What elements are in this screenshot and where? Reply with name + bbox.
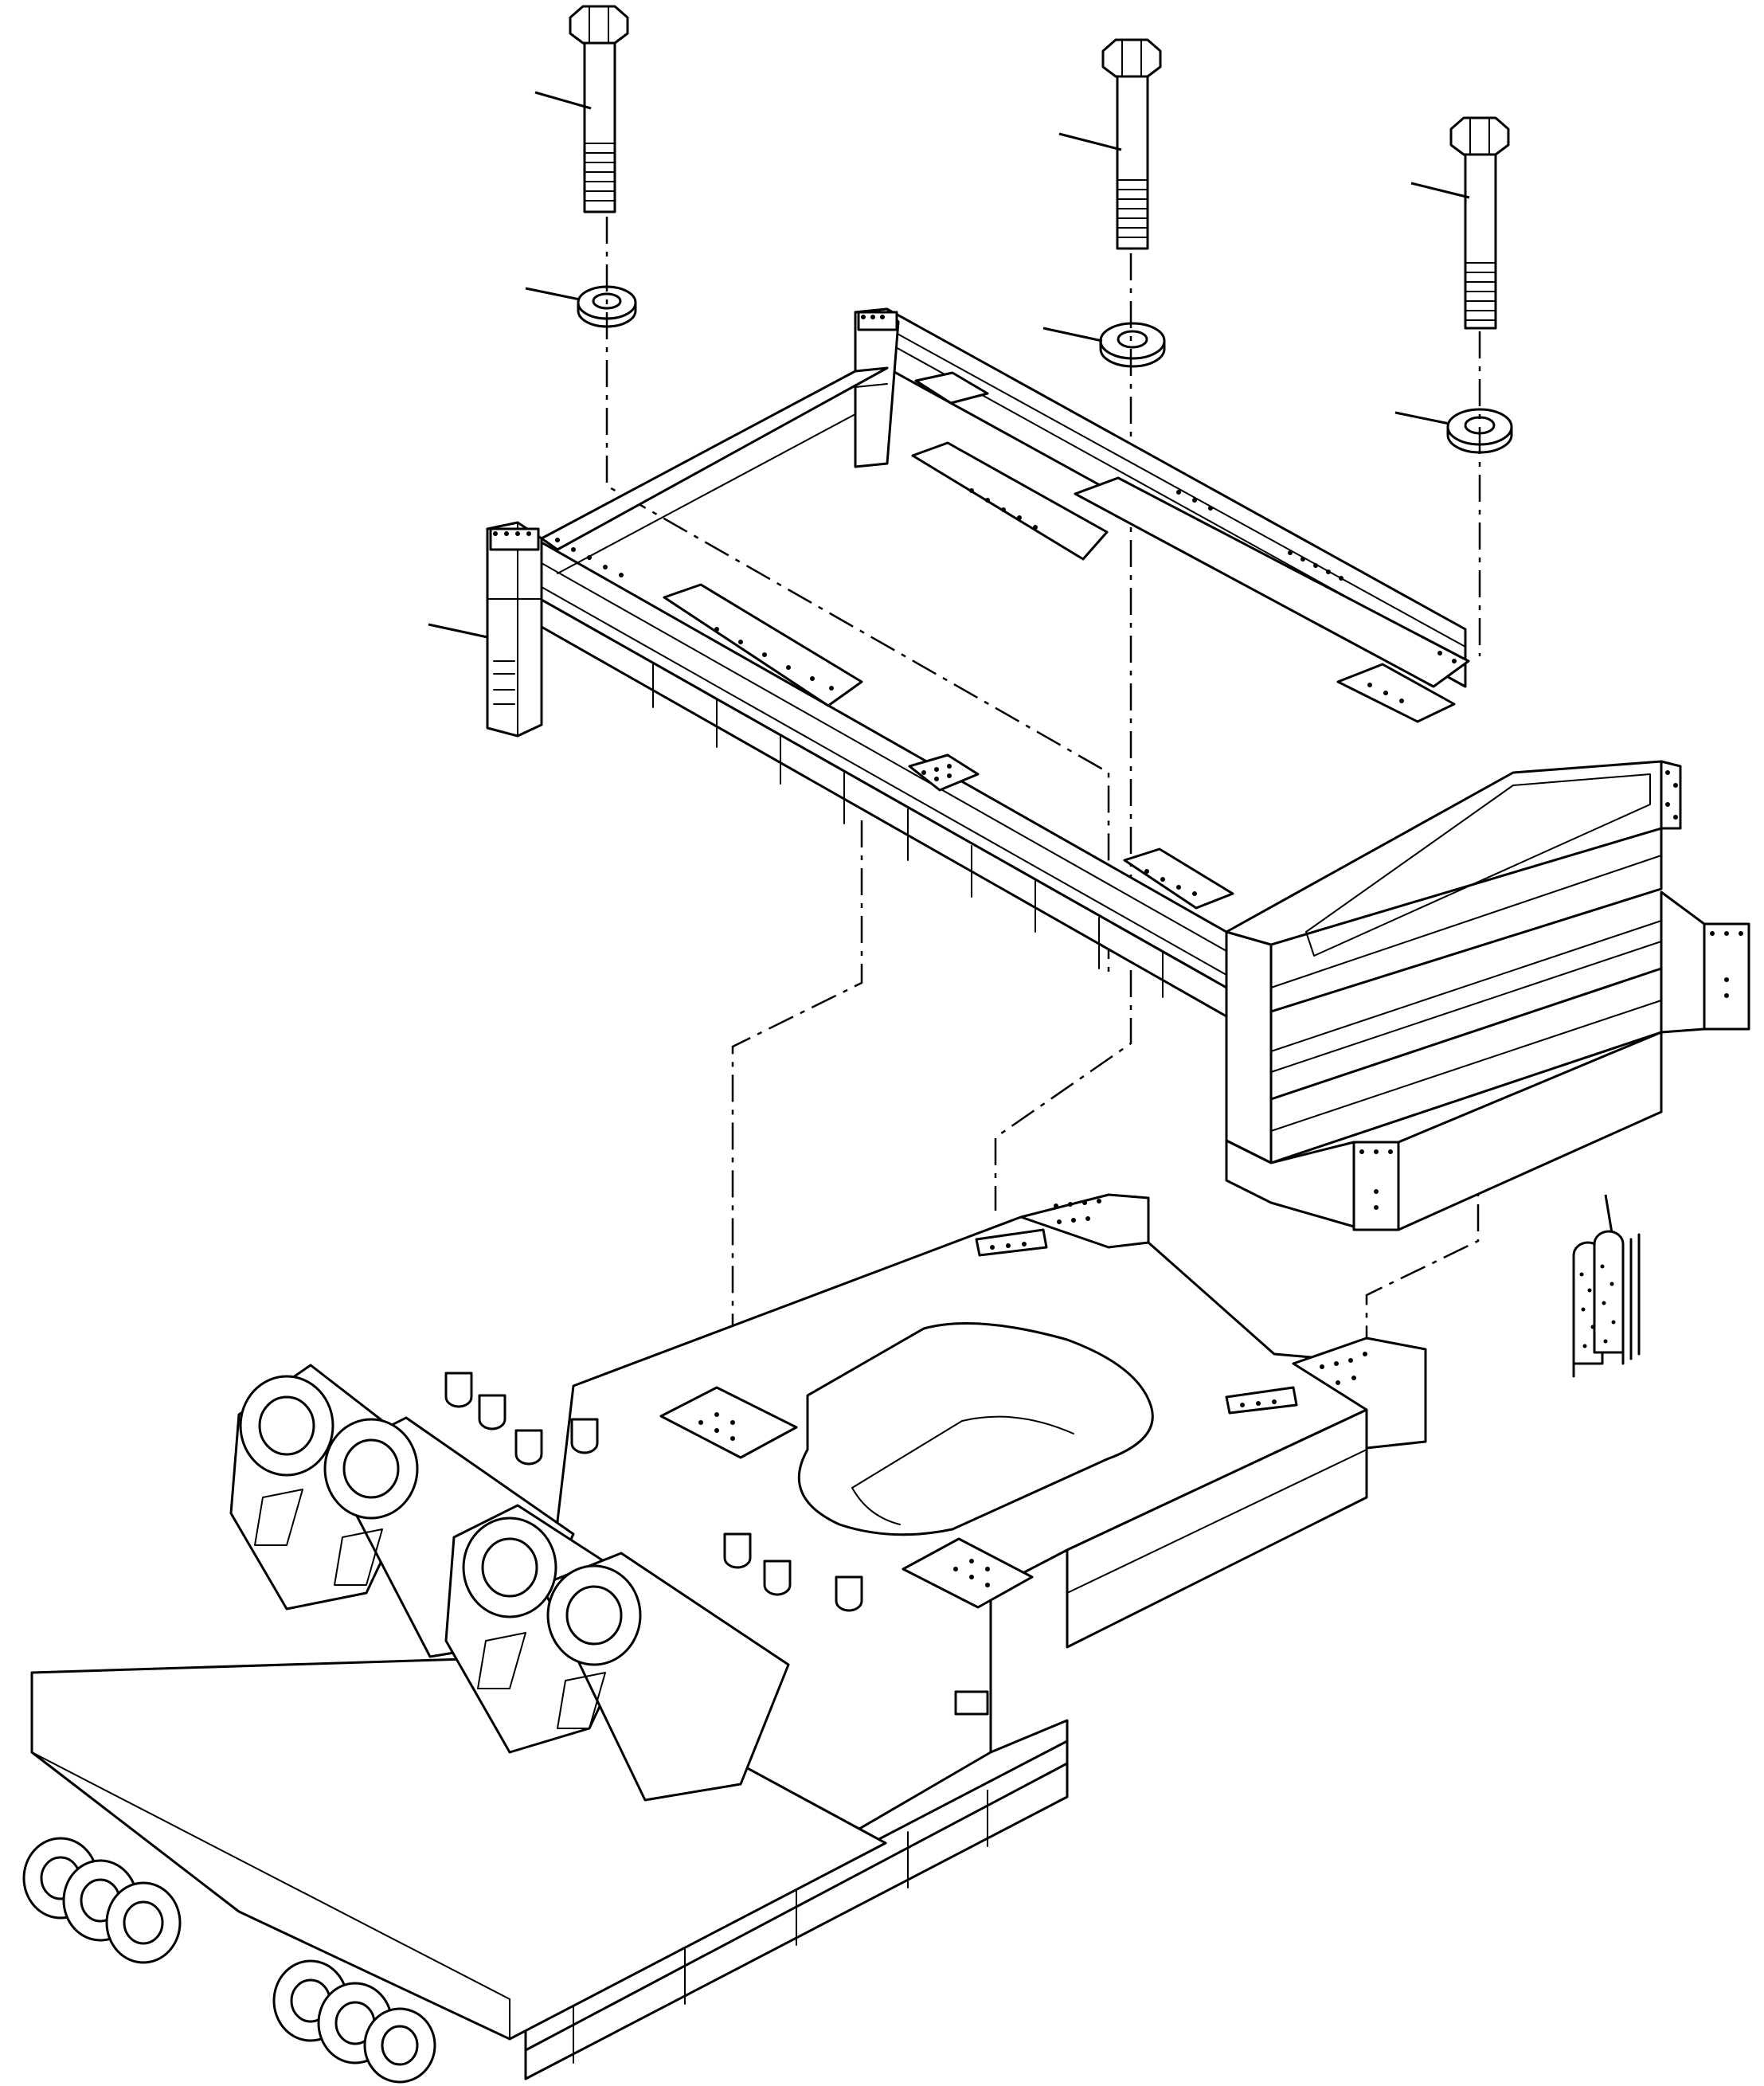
lug-pair-front	[444, 1504, 790, 1802]
deck-brackets	[444, 1372, 863, 1612]
bolt-left	[569, 5, 629, 213]
upper-frame	[486, 307, 1750, 1231]
lower-frame-bolt-holes	[698, 1199, 1367, 1587]
clevis-lugs	[22, 1837, 436, 2084]
washer-middle	[1099, 322, 1166, 368]
bolt-right	[1449, 116, 1510, 330]
assembly-centerlines	[605, 217, 1481, 1442]
upper-frame-bolt-holes	[493, 315, 1743, 1210]
edge-trim-seal	[1572, 1230, 1641, 1378]
lower-mainframe	[22, 1193, 1427, 2084]
bolt-middle	[1101, 38, 1162, 250]
